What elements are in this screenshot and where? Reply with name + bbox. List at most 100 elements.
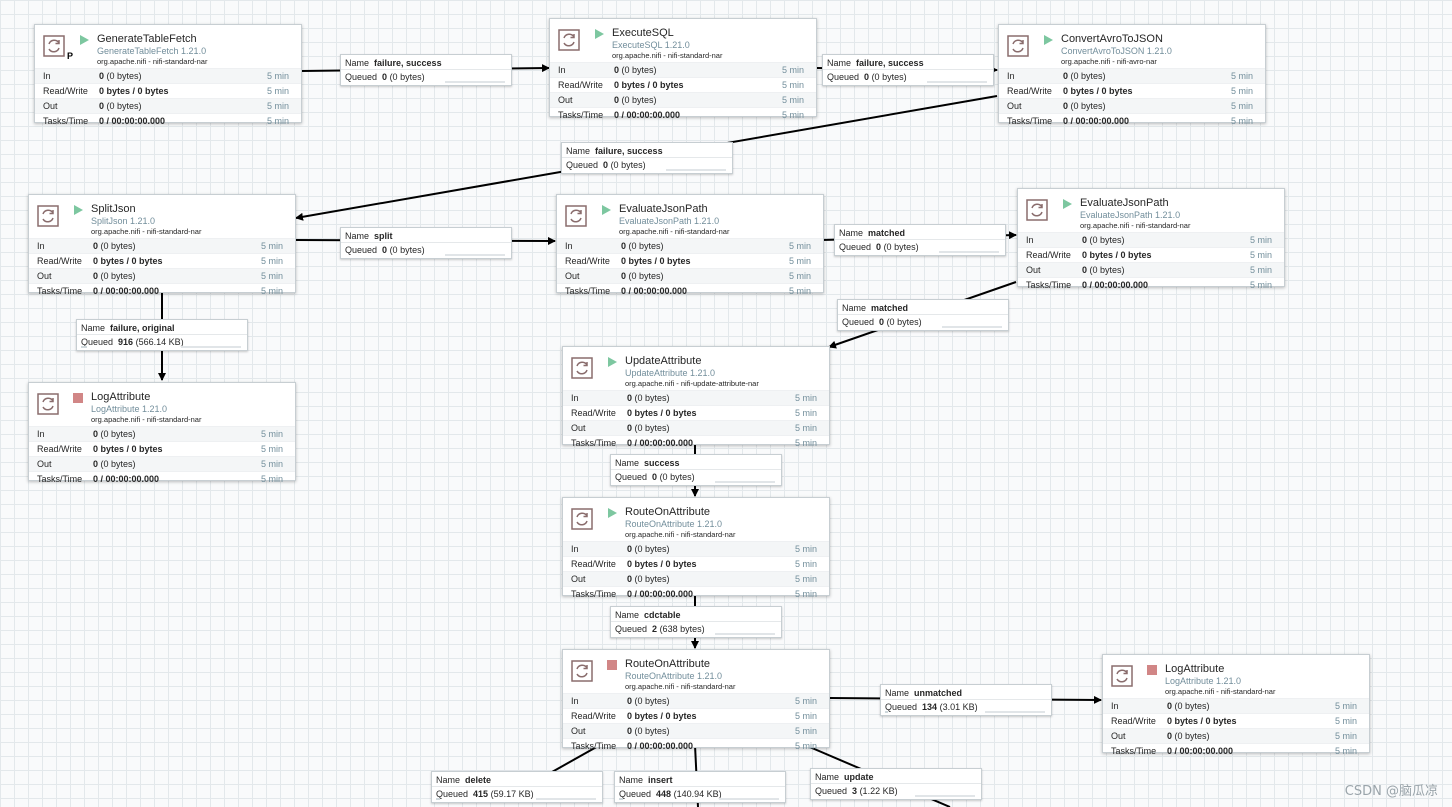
processor-bundle: org.apache.nifi - nifi-standard-nar xyxy=(619,227,730,236)
processor-bundle: org.apache.nifi - nifi-standard-nar xyxy=(625,530,736,539)
processor-type: ConvertAvroToJSON 1.21.0 xyxy=(1061,46,1172,56)
processor-bundle: org.apache.nifi - nifi-update-attribute-… xyxy=(625,379,759,388)
stat-time: 5 min xyxy=(788,241,811,251)
stat-time: 5 min xyxy=(1334,746,1357,756)
stat-time: 5 min xyxy=(788,256,811,266)
stat-label: Out xyxy=(37,271,52,281)
stat-value: 0 (0 bytes) xyxy=(627,544,670,554)
stat-time: 5 min xyxy=(260,474,283,484)
stat-time: 5 min xyxy=(1230,71,1253,81)
connection-label[interactable]: Name unmatched Queued 134 (3.01 KB) xyxy=(880,684,1052,716)
connection-label[interactable]: Name failure, success Queued 0 (0 bytes) xyxy=(822,54,994,86)
watermark: CSDN @脑瓜凉 xyxy=(1344,784,1438,799)
stat-value: 0 (0 bytes) xyxy=(1063,101,1106,111)
stat-value: 0 (0 bytes) xyxy=(93,241,136,251)
stat-label: Read/Write xyxy=(571,408,616,418)
connection-label[interactable]: Name failure, success Queued 0 (0 bytes) xyxy=(561,142,733,174)
stat-time: 5 min xyxy=(1249,280,1272,290)
stat-time: 5 min xyxy=(1334,716,1357,726)
stat-label: Tasks/Time xyxy=(43,116,89,126)
stat-time: 5 min xyxy=(794,408,817,418)
processor-icon xyxy=(37,205,59,227)
connection-label[interactable]: Name failure, success Queued 0 (0 bytes) xyxy=(340,54,512,86)
connection-label[interactable]: Name failure, original Queued 916 (566.1… xyxy=(76,319,248,351)
connection-label[interactable]: Name success Queued 0 (0 bytes) xyxy=(610,454,782,486)
stat-label: Out xyxy=(571,726,586,736)
stat-value: 0 (0 bytes) xyxy=(627,393,670,403)
stat-time: 5 min xyxy=(794,423,817,433)
stat-value: 0 / 00:00:00.000 xyxy=(99,116,166,126)
stat-value: 0 (0 bytes) xyxy=(627,696,670,706)
connection-label[interactable]: Name insert Queued 448 (140.94 KB) xyxy=(614,771,786,803)
connection-label[interactable]: Name matched Queued 0 (0 bytes) xyxy=(834,224,1006,256)
stat-value: 0 / 00:00:00.000 xyxy=(627,589,694,599)
stat-value: 0 bytes / 0 bytes xyxy=(93,256,163,266)
stat-value: 0 bytes / 0 bytes xyxy=(93,444,163,454)
stat-value: 0 (0 bytes) xyxy=(614,65,657,75)
stat-time: 5 min xyxy=(1230,116,1253,126)
connection-label[interactable]: Name split Queued 0 (0 bytes) xyxy=(340,227,512,259)
processor-icon xyxy=(565,205,587,227)
stat-value: 0 (0 bytes) xyxy=(627,726,670,736)
connection-label[interactable]: Name matched Queued 0 (0 bytes) xyxy=(837,299,1009,331)
stat-label: In xyxy=(558,65,566,75)
stat-value: 0 (0 bytes) xyxy=(621,271,664,281)
processor-type: LogAttribute 1.21.0 xyxy=(1165,676,1242,686)
running-icon xyxy=(1044,35,1053,45)
stat-time: 5 min xyxy=(260,444,283,454)
stat-label: Read/Write xyxy=(1007,86,1052,96)
processor-name: RouteOnAttribute xyxy=(625,506,710,518)
stat-time: 5 min xyxy=(794,589,817,599)
stat-label: Tasks/Time xyxy=(571,741,617,751)
stat-time: 5 min xyxy=(1230,101,1253,111)
stat-time: 5 min xyxy=(260,459,283,469)
stat-label: In xyxy=(43,71,51,81)
processor-type: UpdateAttribute 1.21.0 xyxy=(625,368,716,378)
stat-value: 0 (0 bytes) xyxy=(627,423,670,433)
stat-label: In xyxy=(1111,701,1119,711)
stat-label: In xyxy=(571,393,579,403)
connection-label[interactable]: Name cdctable Queued 2 (638 bytes) xyxy=(610,606,782,638)
connection-label[interactable]: Name update Queued 3 (1.22 KB) xyxy=(810,768,982,800)
stat-value: 0 bytes / 0 bytes xyxy=(627,559,697,569)
stat-value: 0 bytes / 0 bytes xyxy=(614,80,684,90)
stat-value: 0 (0 bytes) xyxy=(614,95,657,105)
stat-time: 5 min xyxy=(260,256,283,266)
stat-time: 5 min xyxy=(266,86,289,96)
processor-name: ExecuteSQL xyxy=(612,27,674,39)
connection-label[interactable]: Name delete Queued 415 (59.17 KB) xyxy=(431,771,603,803)
stat-label: Read/Write xyxy=(37,256,82,266)
stat-value: 0 / 00:00:00.000 xyxy=(1063,116,1130,126)
processor-type: SplitJson 1.21.0 xyxy=(91,216,156,226)
